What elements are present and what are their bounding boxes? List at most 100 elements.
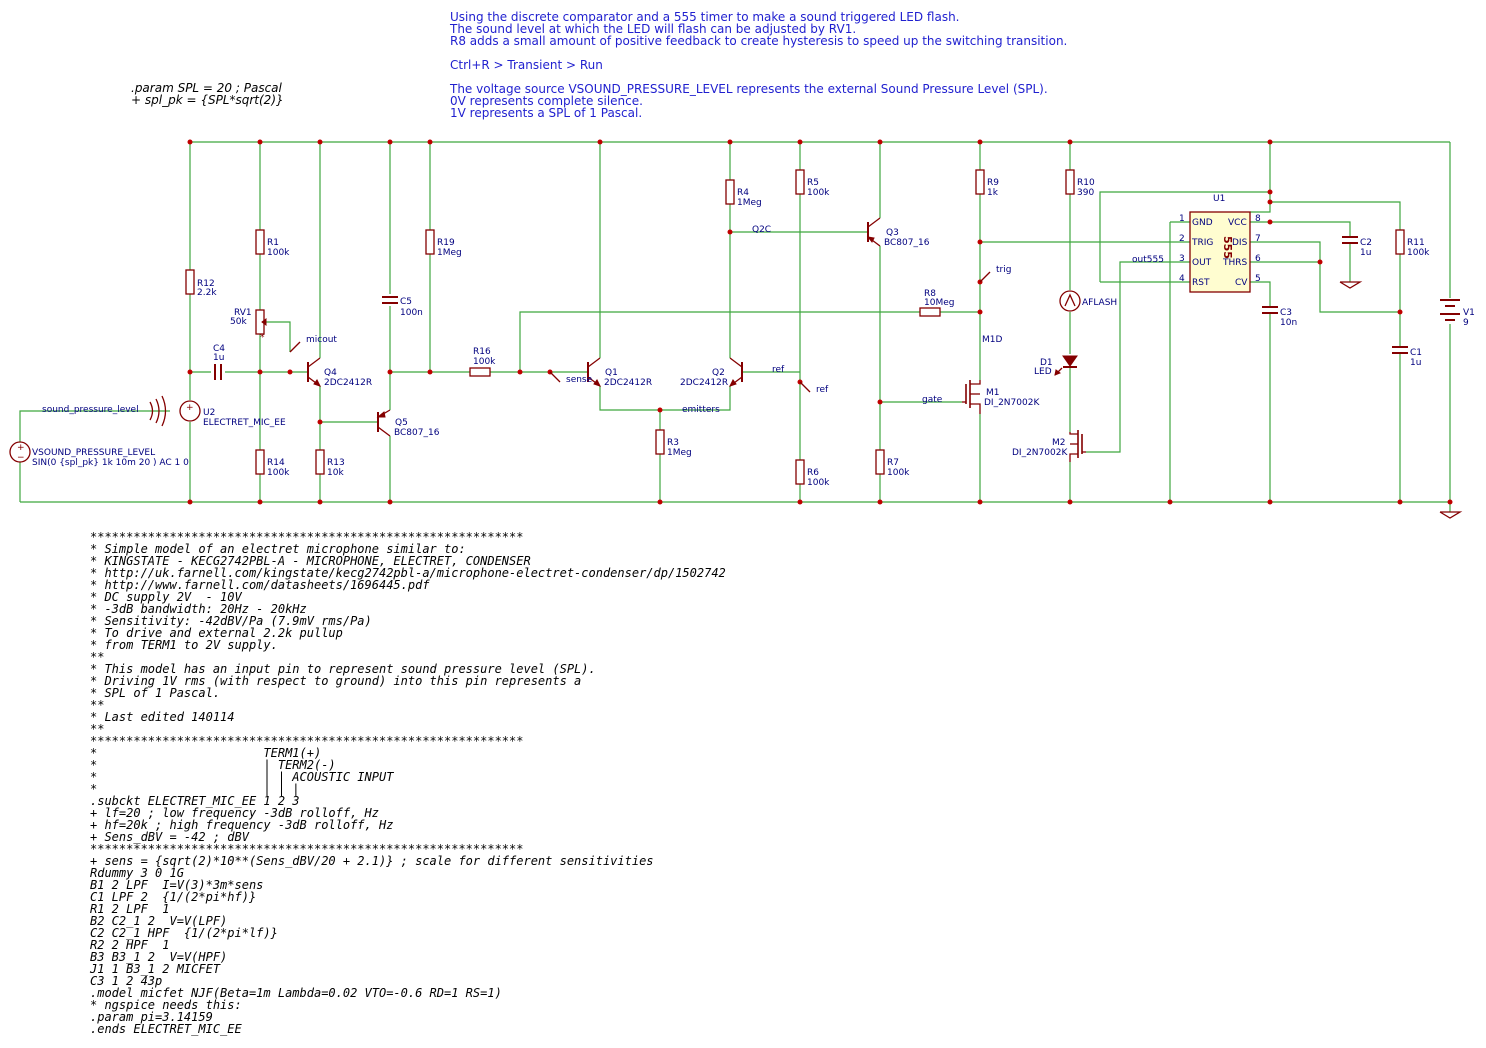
header-notes: Using the discrete comparator and a 555 … (449, 10, 1067, 120)
capacitor-c5[interactable]: C5 100n (382, 296, 423, 318)
spice-line: * Driving 1V rms (with respect to ground… (90, 674, 581, 688)
r16-value: 100k (473, 357, 496, 367)
vspl-value: SIN(0 {spl_pk} 1k 10m 20 ) AC 1 0 (32, 458, 189, 468)
transistor-q2[interactable]: Q2 2DC2412R (680, 357, 743, 388)
r19-ref: R19 (437, 238, 455, 248)
spice-line: ** (90, 698, 104, 712)
spice-line: B1 2 LPF I=V(3)*3m*sens (90, 878, 263, 892)
m2-ref: M2 (1052, 438, 1066, 448)
electret-mic-u2[interactable]: + U2 ELECTRET_MIC_EE (149, 395, 286, 428)
r9-value: 1k (987, 188, 999, 198)
spice-line: * Last edited 140114 (90, 710, 235, 724)
spice-line: + lf=20 ; low frequency -3dB rolloff, Hz (90, 806, 379, 820)
c2-value: 1u (1360, 248, 1371, 258)
transistor-q3[interactable]: Q3 BC807_16 (866, 217, 930, 248)
transistor-q1[interactable]: Q1 2DC2412R (587, 357, 652, 388)
u1-ref: U1 (1213, 194, 1225, 204)
spice-line: * | TERM2(-) (90, 758, 336, 772)
spice-line: * http://www.farnell.com/datasheets/1696… (90, 578, 430, 592)
resistor-r12[interactable]: R12 2.2k (185, 269, 217, 298)
svg-text:−: − (17, 453, 25, 463)
spice-line: C1 LPF 2 {1/(2*pi*hf)} (90, 890, 256, 904)
resistor-r10[interactable]: R10 390 (1065, 169, 1095, 198)
resistor-r4[interactable]: R4 1Meg (725, 179, 762, 208)
ground-symbol (1439, 511, 1463, 519)
spice-line: * ngspice needs this: (90, 998, 242, 1012)
r10-ref: R10 (1077, 178, 1095, 188)
resistor-r16[interactable]: R16 100k (469, 347, 496, 377)
potentiometer-rv1[interactable]: RV1 50k * (230, 308, 267, 343)
resistor-r3[interactable]: R3 1Meg (655, 429, 692, 458)
q1-ref: Q1 (605, 368, 618, 378)
resistor-r8[interactable]: R8 10Meg (919, 289, 954, 317)
q3-ref: Q3 (886, 228, 899, 238)
resistor-r14[interactable]: R14 100k (255, 449, 290, 478)
mosfet-m1[interactable]: M1 DI_2N7002K (962, 380, 1040, 414)
net-m1d: M1D (982, 335, 1002, 345)
spice-line: .ends ELECTRET_MIC_EE (90, 1022, 242, 1036)
rv1-value: 50k (230, 317, 247, 327)
r4-value: 1Meg (737, 198, 762, 208)
spice-line: .subckt ELECTRET_MIC_EE 1 2 3 (90, 794, 300, 808)
note-line-2: The sound level at which the LED will fl… (449, 22, 856, 36)
resistor-r7[interactable]: R7 100k (875, 449, 910, 478)
spice-line: C3 1 2 43p (90, 974, 162, 988)
note-line-9: 1V represents a SPL of 1 Pascal. (450, 106, 642, 120)
net-ref-top: ref (772, 365, 785, 375)
param-line-2: + spl_pk = {SPL*sqrt(2)} (131, 93, 284, 107)
u1-pin3-name: OUT (1192, 258, 1212, 268)
c4-ref: C4 (213, 344, 225, 354)
r6-value: 100k (807, 478, 830, 488)
net-trig: trig (996, 265, 1011, 275)
transistor-q5[interactable]: Q5 BC807_16 (376, 409, 440, 438)
capacitor-c4[interactable]: C4 1u (213, 344, 225, 380)
c3-ref: C3 (1280, 308, 1292, 318)
q2-value: 2DC2412R (680, 378, 728, 388)
resistor-r11[interactable]: R11 100k (1395, 229, 1430, 258)
r12-value: 2.2k (197, 288, 217, 298)
m1-value: DI_2N7002K (984, 398, 1040, 408)
param-directive: .param SPL = 20 ; Pascal + spl_pk = {SPL… (131, 81, 284, 107)
spice-line: J1 1 B3_1 2 MICFET (89, 962, 221, 976)
spice-line: * This model has an input pin to represe… (90, 662, 596, 676)
spice-line: + Sens_dBV = -42 ; dBV (90, 830, 250, 844)
aflash-ref: AFLASH (1082, 298, 1117, 308)
spice-line: ****************************************… (90, 734, 523, 748)
mosfet-m2[interactable]: M2 DI_2N7002K (1012, 430, 1086, 462)
net-labels: sound_pressure_level micout sense emitte… (42, 225, 1164, 415)
param-line-1: .param SPL = 20 ; Pascal (131, 81, 283, 95)
r5-value: 100k (807, 188, 830, 198)
svg-text:+: + (17, 443, 25, 453)
capacitor-c3[interactable]: C3 10n (1262, 306, 1297, 328)
u1-pin6-num: 6 (1255, 254, 1261, 264)
note-line-7: The voltage source VSOUND_PRESSURE_LEVEL… (449, 82, 1048, 96)
u1-pin6-name: THRS (1222, 258, 1248, 268)
voltage-source-vspl[interactable]: + − VSOUND_PRESSURE_LEVEL SIN(0 {spl_pk}… (9, 441, 189, 468)
capacitor-c1[interactable]: C1 1u (1392, 346, 1422, 368)
v1-value: 9 (1463, 318, 1469, 328)
rv1-ref: RV1 (234, 308, 252, 318)
note-line-8: 0V represents complete silence. (450, 94, 643, 108)
ammeter-aflash[interactable]: AFLASH (1059, 290, 1117, 312)
resistor-r19[interactable]: R19 1Meg (425, 229, 462, 258)
spice-line: ****************************************… (90, 842, 523, 856)
resistor-r1[interactable]: R1 100k (255, 229, 290, 258)
resistor-r13[interactable]: R13 10k (315, 449, 345, 478)
spice-line: * -3dB bandwidth: 20Hz - 20kHz (90, 602, 307, 616)
resistor-r5[interactable]: R5 100k (795, 169, 830, 198)
u1-pin7-num: 7 (1255, 234, 1261, 244)
r14-value: 100k (267, 468, 290, 478)
led-d1[interactable]: D1 LED (1034, 355, 1078, 377)
u1-pin1-num: 1 (1179, 214, 1185, 224)
capacitor-c2[interactable]: C2 1u (1339, 236, 1372, 289)
resistor-r6[interactable]: R6 100k (795, 459, 830, 488)
m2-value: DI_2N7002K (1012, 448, 1068, 458)
transistor-q4[interactable]: Q4 2DC2412R (307, 357, 372, 388)
u1-pin4-num: 4 (1179, 274, 1185, 284)
resistor-r9[interactable]: R9 1k (975, 169, 999, 198)
u1-pin5-name: CV (1235, 278, 1248, 288)
timer-ic-u1[interactable]: U1 555 1 GND 2 TRIG 3 OUT 4 RST 8 VCC 7 … (1179, 194, 1261, 293)
r9-ref: R9 (987, 178, 999, 188)
battery-v1[interactable]: V1 9 (1440, 299, 1475, 328)
